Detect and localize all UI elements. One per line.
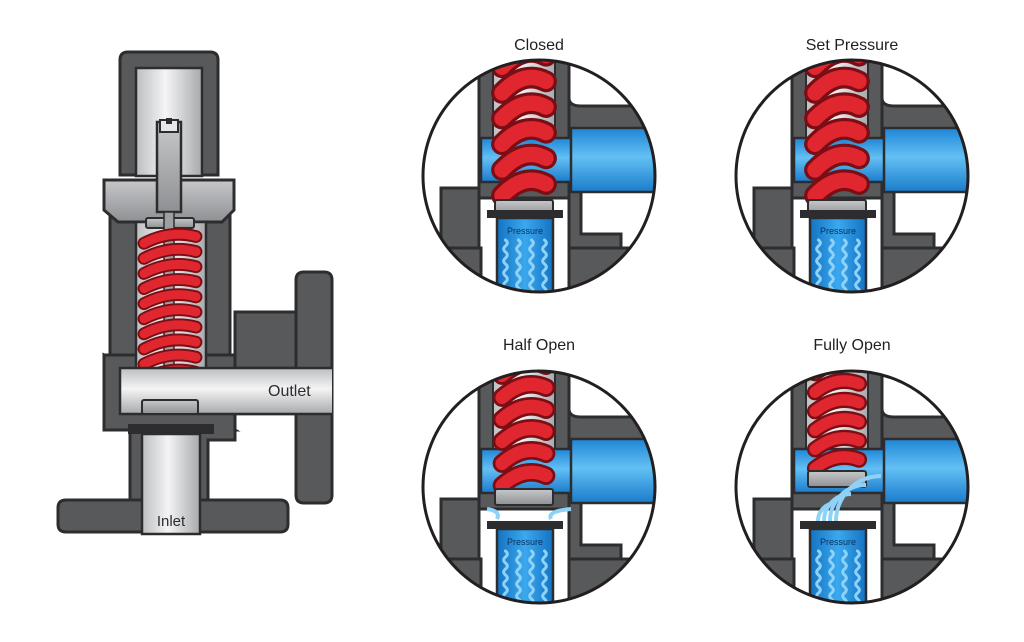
detail-seat bbox=[487, 521, 563, 529]
pressure-label: Pressure bbox=[507, 537, 543, 547]
main-valve-cross-section: Outlet Inlet bbox=[56, 50, 334, 536]
inlet-label: Inlet bbox=[157, 513, 186, 530]
detail-closed: Pressure bbox=[421, 58, 657, 294]
detail-spring bbox=[806, 372, 868, 477]
detail-half-open: Pressure bbox=[421, 369, 657, 605]
detail-flow bbox=[816, 474, 882, 522]
pressure-label: Pressure bbox=[507, 226, 543, 236]
detail-spring bbox=[491, 61, 557, 207]
pressure-waves bbox=[502, 549, 548, 602]
outlet-label: Outlet bbox=[268, 383, 311, 400]
detail-frame bbox=[421, 58, 657, 294]
state-title-set-pressure: Set Pressure bbox=[806, 37, 899, 54]
pressure-label: Pressure bbox=[820, 537, 856, 547]
state-title-closed: Closed bbox=[514, 37, 564, 54]
detail-frame bbox=[734, 369, 970, 605]
detail-seat bbox=[487, 210, 563, 218]
detail-spring bbox=[804, 61, 870, 207]
detail-flow bbox=[486, 507, 572, 520]
detail-set-pressure: Pressure bbox=[734, 58, 970, 294]
pressure-waves bbox=[815, 549, 861, 602]
detail-seat bbox=[800, 210, 876, 218]
detail-frame bbox=[421, 369, 657, 605]
valve-seat bbox=[128, 424, 214, 434]
detail-fully-open: Pressure bbox=[734, 369, 970, 605]
pressure-label: Pressure bbox=[820, 226, 856, 236]
valve-disc bbox=[141, 399, 199, 415]
state-title-half-open: Half Open bbox=[503, 337, 575, 354]
inlet-bore bbox=[140, 432, 202, 536]
state-title-fully-open: Fully Open bbox=[813, 337, 890, 354]
detail-spring bbox=[492, 372, 556, 495]
detail-disc bbox=[494, 488, 554, 506]
detail-seat bbox=[800, 521, 876, 529]
pressure-waves bbox=[815, 238, 861, 291]
detail-frame bbox=[734, 58, 970, 294]
adjusting-screw bbox=[155, 120, 183, 214]
pressure-waves bbox=[502, 238, 548, 291]
